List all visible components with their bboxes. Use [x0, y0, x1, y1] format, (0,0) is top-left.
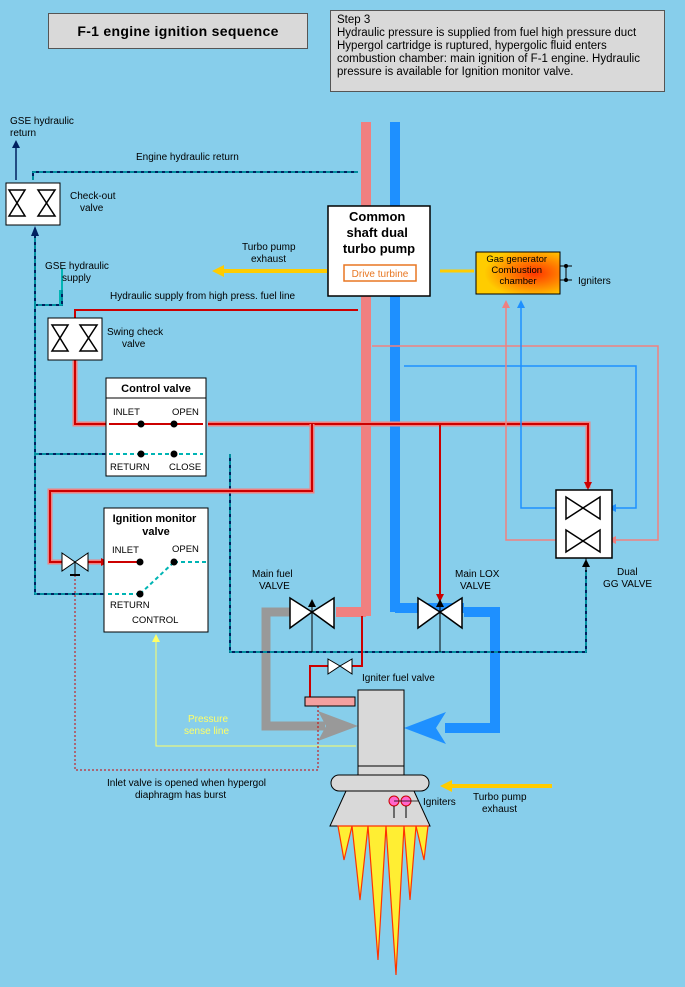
checkout-valve[interactable]	[5, 182, 61, 226]
control-valve-title: Control valve	[121, 383, 191, 395]
turbopump-exhaust-top-arrow	[212, 265, 327, 277]
cv-open-label: OPEN	[172, 407, 199, 418]
gas-generator-label: Gas generator Combustion chamber	[486, 254, 549, 287]
fuel-to-chamber-duct	[261, 607, 358, 741]
igniters-chamber-label: Igniters	[423, 797, 456, 808]
hydraulic-return-lines	[12, 140, 587, 653]
igniters-gg-label: Igniters	[578, 276, 611, 287]
cv-return-label: RETURN	[110, 462, 150, 473]
dual-gg-valve[interactable]	[555, 489, 613, 572]
control-valve-box[interactable]	[105, 377, 207, 477]
gas-generator-feed-lines	[372, 269, 659, 544]
pressure-sense-line	[152, 634, 356, 747]
cv-inlet-label: INLET	[113, 407, 140, 418]
drive-turbine-label: Drive turbine	[352, 269, 409, 280]
swing-check-valve[interactable]	[47, 317, 103, 361]
hypergol-cartridge	[304, 696, 356, 707]
main-lox-valve[interactable]	[417, 596, 463, 652]
gas-generator[interactable]	[475, 251, 572, 295]
turbopump-box[interactable]	[327, 205, 431, 297]
igniter-fuel-label: Igniter fuel valve	[362, 673, 435, 684]
step-line: combustion chamber: main ignition of F-1…	[337, 53, 640, 65]
imv-control-label: CONTROL	[132, 615, 178, 626]
step-line: pressure is available for Ignition monit…	[337, 66, 574, 78]
fuel-duct	[336, 122, 371, 617]
engine-return-label: Engine hydraulic return	[136, 152, 239, 163]
cv-close-label: CLOSE	[169, 462, 201, 473]
hyd-supply-label: Hydraulic supply from high press. fuel l…	[110, 291, 296, 302]
turbopump-exhaust-bottom-arrow	[440, 780, 552, 792]
turbopump-label: Common shaft dual turbo pump	[343, 209, 415, 256]
igniter-fuel-valve[interactable]	[327, 658, 353, 675]
main-fuel-valve[interactable]	[289, 596, 335, 652]
diagram-title: F-1 engine ignition sequence	[48, 13, 308, 49]
imv-inlet-label: INLET	[112, 545, 139, 556]
exhaust-flames	[337, 825, 429, 976]
step-heading: Step 3	[337, 14, 371, 26]
imv-return-label: RETURN	[110, 600, 150, 611]
ignition-monitor-valve-box[interactable]	[103, 507, 209, 633]
lox-duct	[390, 122, 500, 744]
hypergol-note-line	[74, 575, 319, 771]
thrust-chamber	[329, 689, 431, 827]
step-line: Hydraulic pressure is supplied from fuel…	[337, 27, 637, 39]
inlet-valve[interactable]	[61, 552, 89, 576]
step-line: Hypergol cartridge is ruptured, hypergol…	[337, 40, 607, 52]
ignition-monitor-title: Ignition monitor valve	[113, 513, 200, 538]
imv-open-label: OPEN	[172, 544, 199, 555]
hydraulic-supply-lines	[47, 268, 592, 700]
step-description: Step 3 Hydraulic pressure is supplied fr…	[330, 10, 665, 92]
chamber-igniters	[388, 795, 418, 818]
